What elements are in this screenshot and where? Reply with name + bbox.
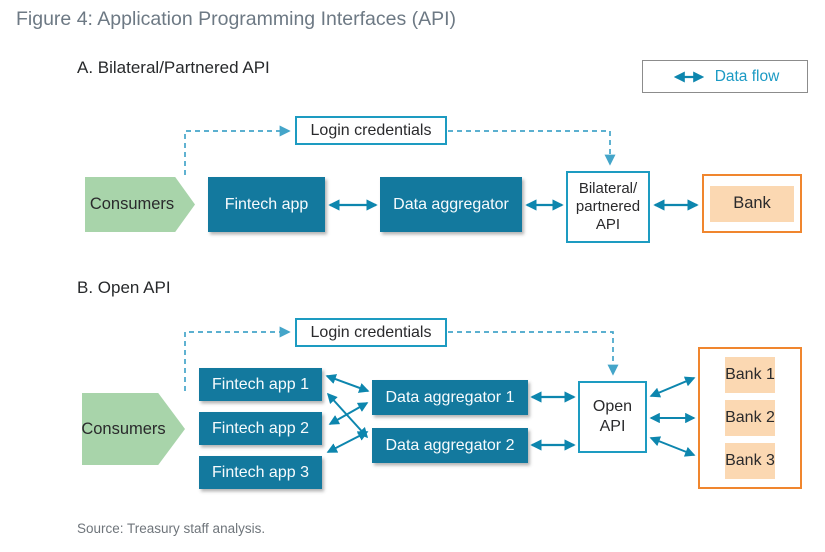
panel-a-heading: A. Bilateral/Partnered API bbox=[77, 58, 270, 77]
fintech-app-node: Fintech app bbox=[208, 177, 325, 232]
dashed-login-bilateralapi bbox=[448, 130, 616, 166]
open-api-node: Open API bbox=[578, 381, 647, 453]
login-credentials-box-b: Login credentials bbox=[295, 318, 447, 347]
arrow-app1-agg1 bbox=[325, 374, 370, 393]
bank-3-node: Bank 3 bbox=[725, 443, 775, 479]
login-credentials-box-a: Login credentials bbox=[295, 116, 447, 145]
panel-b-heading: B. Open API bbox=[77, 278, 171, 297]
data-aggregator-2-node: Data aggregator 2 bbox=[372, 428, 528, 463]
arrow-app3-agg2 bbox=[326, 431, 369, 453]
figure-title: Figure 4: Application Programming Interf… bbox=[16, 8, 457, 30]
dashed-login-openapi bbox=[448, 331, 619, 376]
fintech-app-1-node: Fintech app 1 bbox=[199, 368, 322, 401]
fintech-app-2-node: Fintech app 2 bbox=[199, 412, 322, 445]
arrow-openapi-bank3 bbox=[649, 436, 696, 457]
bank-node: Bank bbox=[710, 185, 794, 222]
arrow-openapi-bank1 bbox=[649, 376, 696, 398]
source-note: Source: Treasury staff analysis. bbox=[77, 521, 266, 536]
arrow-app2-agg1 bbox=[328, 402, 369, 425]
consumers-node-a: Consumers bbox=[85, 177, 195, 232]
bank-container-a: Bank bbox=[702, 174, 802, 233]
double-arrow-icon bbox=[673, 71, 704, 82]
bank-2-node: Bank 2 bbox=[725, 400, 775, 436]
consumers-node-b: Consumers bbox=[82, 393, 185, 465]
data-aggregator-1-node: Data aggregator 1 bbox=[372, 380, 528, 415]
legend-label: Data flow bbox=[714, 67, 780, 85]
fintech-app-3-node: Fintech app 3 bbox=[199, 456, 322, 489]
bank-1-node: Bank 1 bbox=[725, 357, 775, 393]
dashed-consumers-login-a bbox=[184, 125, 291, 175]
bilateral-partnered-api-node: Bilateral/ partnered API bbox=[566, 171, 650, 243]
data-aggregator-node: Data aggregator bbox=[380, 177, 522, 232]
arrow-app1-agg2 bbox=[326, 392, 369, 439]
banks-container: Bank 1 Bank 2 Bank 3 bbox=[698, 347, 802, 489]
data-flow-legend: Data flow bbox=[642, 60, 808, 93]
